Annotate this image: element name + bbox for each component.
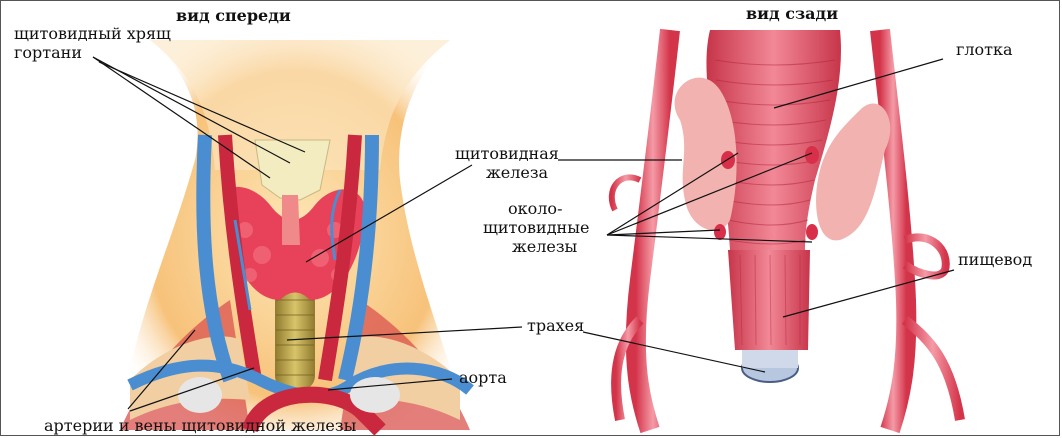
label-thyroid-cartilage-line1: щитовидный хрящ: [14, 24, 171, 43]
label-trachea: трахея: [527, 316, 584, 335]
label-parathyroid-line3: железы: [512, 237, 577, 256]
label-parathyroid-line2: щитовидные: [483, 218, 589, 237]
label-esophagus: пищевод: [958, 250, 1032, 269]
label-thyroid-cartilage-line2: гортани: [14, 43, 82, 62]
label-pharynx: глотка: [956, 40, 1013, 59]
label-thyroid-vessels: артерии и вены щитовидной железы: [44, 416, 356, 435]
label-aorta: аорта: [459, 368, 507, 387]
label-thyroid-gland-line1: щитовидная: [455, 144, 559, 163]
front-view-illustration: [120, 40, 470, 430]
front-view-title: вид спереди: [176, 6, 291, 25]
label-thyroid-gland-line2: железа: [486, 163, 548, 182]
label-parathyroid-line1: около-: [508, 199, 562, 218]
back-view-title: вид сзади: [746, 4, 838, 23]
back-view-illustration: [612, 30, 960, 430]
